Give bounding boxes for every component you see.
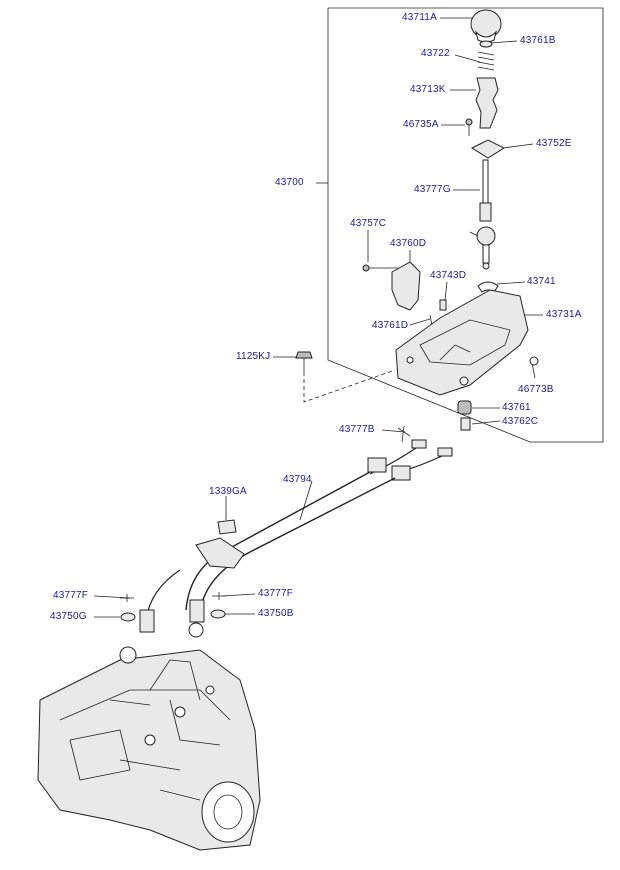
label-46735A: 46735A	[403, 119, 439, 130]
label-43777G: 43777G	[414, 184, 451, 195]
label-43761B: 43761B	[520, 35, 556, 46]
transmission-case	[37, 622, 261, 851]
spring	[477, 51, 495, 71]
label-43731A: 43731A	[546, 309, 582, 320]
label-46773B: 46773B	[518, 384, 554, 395]
gear-knob	[470, 9, 502, 43]
washer-43750G	[120, 612, 136, 622]
bracket-43760D	[391, 261, 421, 311]
label-43777B: 43777B	[339, 424, 375, 435]
shift-lever	[469, 159, 496, 270]
clip-43777F-left	[120, 594, 134, 602]
label-43794: 43794	[283, 474, 312, 485]
bushing-43762C	[460, 417, 471, 431]
bolt-1125KJ	[295, 351, 313, 372]
label-1125KJ: 1125KJ	[236, 351, 271, 362]
clip-43777B	[397, 425, 411, 443]
label-43750G: 43750G	[50, 611, 87, 622]
bolt-guide	[303, 369, 396, 403]
clip-1339GA	[217, 519, 237, 535]
label-43700: 43700	[275, 177, 304, 188]
label-43713K: 43713K	[410, 84, 446, 95]
washer-43750B	[210, 609, 226, 619]
label-43761D: 43761D	[372, 320, 409, 331]
shifter-housing	[395, 289, 529, 396]
label-43741: 43741	[527, 276, 556, 287]
ring-43761B	[479, 40, 493, 48]
label-43743D: 43743D	[430, 270, 467, 281]
shift-boot	[475, 77, 499, 129]
label-43777F-right: 43777F	[258, 588, 294, 599]
bushing-43761	[457, 400, 472, 415]
label-43762C: 43762C	[502, 416, 539, 427]
plate-43752E	[470, 139, 506, 159]
label-43711A: 43711A	[402, 12, 437, 23]
shift-cables	[139, 439, 453, 633]
ring-46773B	[529, 356, 539, 366]
screw-46735A	[465, 118, 473, 136]
label-43760D: 43760D	[390, 238, 427, 249]
bolt-43757C	[362, 264, 398, 272]
label-43722: 43722	[421, 48, 450, 59]
label-43757C: 43757C	[350, 218, 387, 229]
part-43743D	[439, 299, 447, 311]
label-43761: 43761	[502, 402, 531, 413]
label-43750B: 43750B	[258, 608, 294, 619]
label-43752E: 43752E	[536, 138, 572, 149]
label-43777F-left: 43777F	[53, 590, 89, 601]
label-1339GA: 1339GA	[209, 486, 247, 497]
assembly-boundary	[327, 7, 604, 443]
clip-43777F-right	[212, 592, 226, 600]
